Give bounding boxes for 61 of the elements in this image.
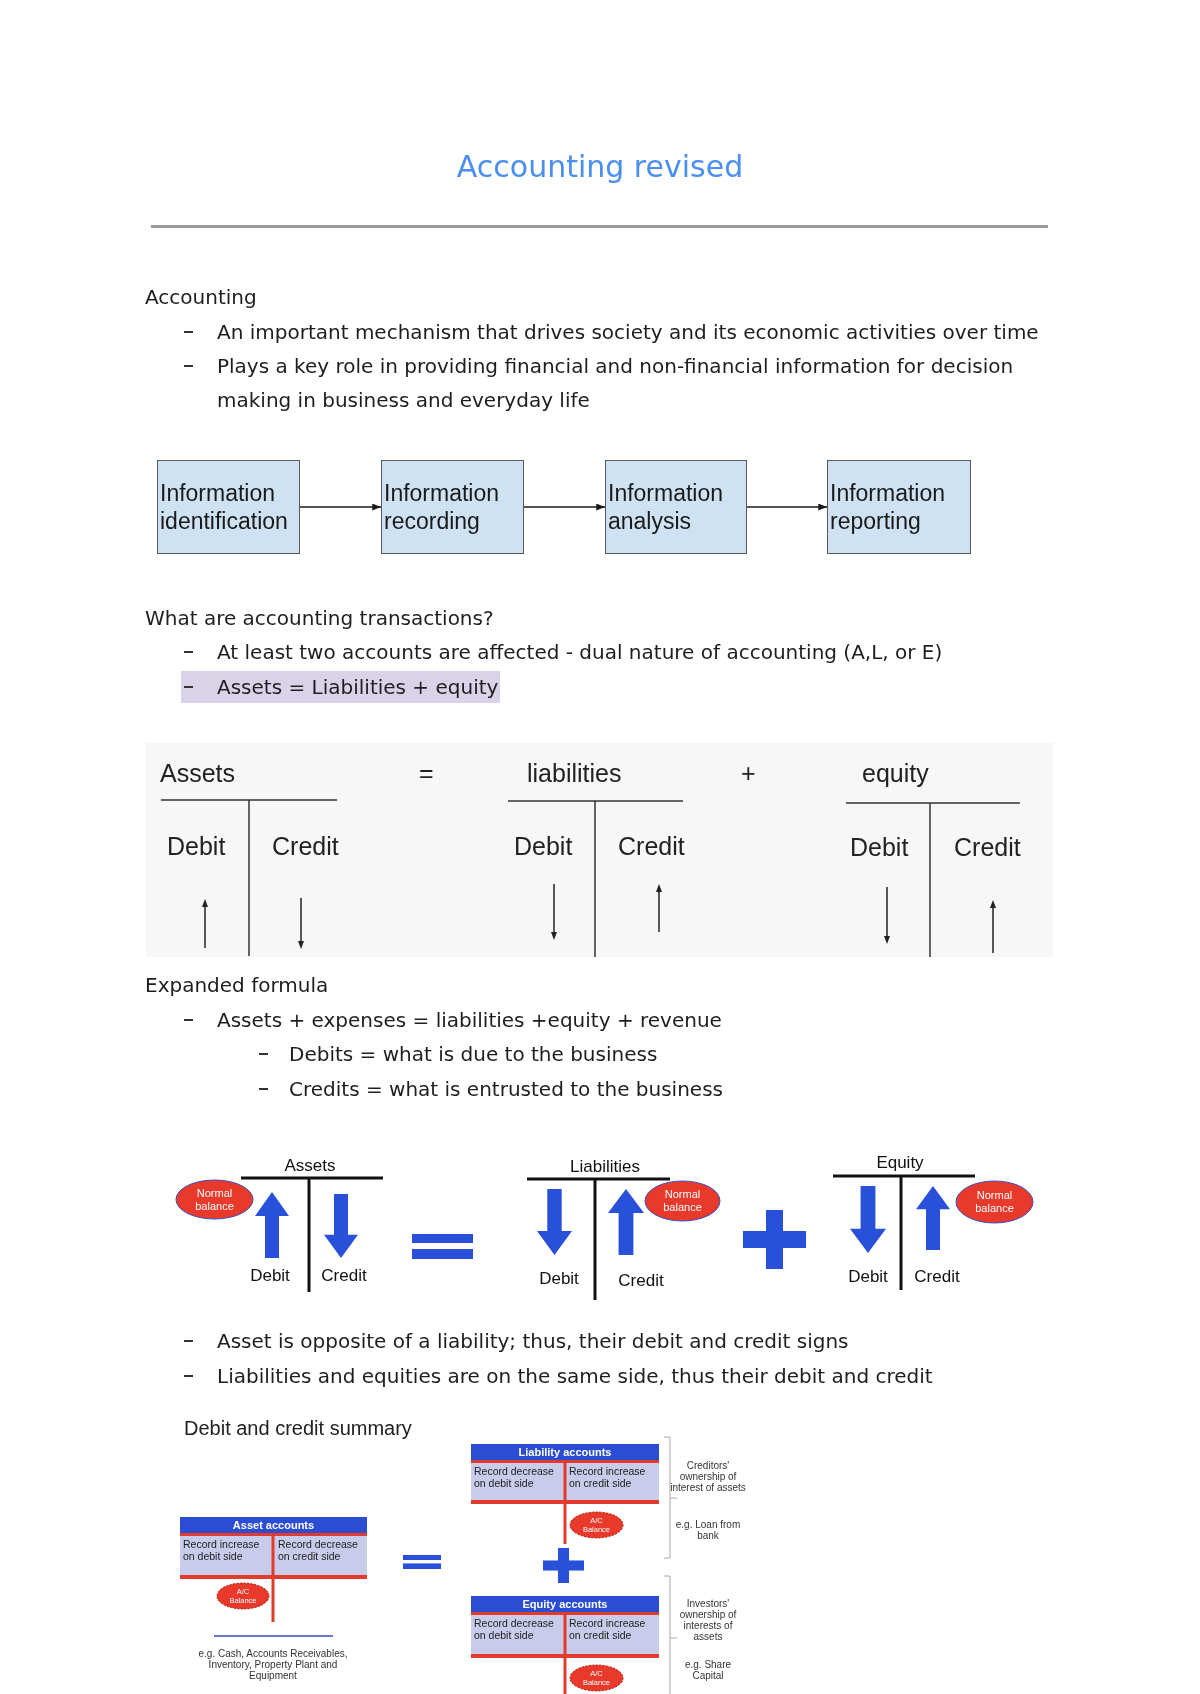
bullet-text: At least two accounts are affected - dual nature of accounting (A,L, or E) (217, 639, 943, 666)
table-cell-text: Record increase on debit side (183, 1538, 261, 1562)
equals-sign: = (419, 758, 434, 788)
table-cell-text: Record increase on credit side (569, 1465, 647, 1489)
account-table (471, 1444, 659, 1504)
account-table (180, 1517, 367, 1579)
section-heading: What are accounting transactions? (145, 605, 494, 632)
normal-balance-oval: Normal balance (175, 1179, 254, 1220)
debit-label: Debit (539, 1268, 579, 1290)
table-header: Liability accounts (471, 1444, 659, 1463)
bullet-text: Credits = what is entrusted to the business (289, 1076, 723, 1103)
process-box: Information identification (157, 460, 300, 554)
table-cell-text: Record decrease on credit side (278, 1538, 359, 1562)
page-title: Accounting revised (456, 148, 744, 186)
credit-label: Credit (321, 1265, 367, 1287)
account-title: Assets (160, 758, 236, 788)
account-title: Liabilities (570, 1156, 640, 1178)
note-text: Creditors' ownership of interest of assets (669, 1460, 747, 1493)
bullet-text: Liabilities and equities are on the same side, thus their debit and credit (217, 1363, 933, 1390)
credit-label: Credit (618, 831, 685, 861)
account-title: Assets (284, 1155, 336, 1177)
note-text: e.g. Share Capital (683, 1659, 733, 1681)
note-text: e.g. Loan from bank (674, 1519, 742, 1541)
bullet-text: Assets = Liabilities + equity (217, 674, 499, 701)
process-box: Information recording (381, 460, 524, 554)
table-cell-text: Record decrease on debit side (474, 1465, 555, 1489)
credit-label: Credit (272, 831, 339, 861)
arrow (299, 503, 382, 511)
section-heading: Accounting (145, 284, 257, 311)
credit-label: Credit (954, 832, 1021, 862)
summary-heading: Debit and credit summary (184, 1416, 412, 1441)
debit-label: Debit (167, 831, 226, 861)
bullet-text: Debits = what is due to the business (289, 1041, 658, 1068)
normal-balance-oval: Normal balance (644, 1180, 721, 1222)
table-header: Asset accounts (180, 1517, 367, 1536)
section-heading: Expanded formula (145, 972, 329, 999)
account-title: Equity (876, 1152, 924, 1174)
table-cell-text: Record decrease on debit side (474, 1617, 555, 1641)
credit-label: Credit (618, 1270, 664, 1292)
account-title: equity (862, 758, 929, 788)
account-table (471, 1596, 659, 1658)
plus-sign: + (741, 758, 756, 788)
account-title: liabilities (527, 758, 622, 788)
debit-label: Debit (250, 1265, 290, 1287)
table-header: Equity accounts (471, 1596, 659, 1615)
credit-label: Credit (914, 1266, 960, 1288)
note-text: e.g. Cash, Accounts Receivables, Inventory, Property Plant and Equipment (198, 1648, 348, 1681)
debit-label: Debit (848, 1266, 888, 1288)
table-cell-text: Record increase on credit side (569, 1617, 647, 1641)
bullet-text: Plays a key role in providing financial and non-financial information for decision making in business and everyday life (217, 353, 1015, 414)
arrow (523, 503, 606, 511)
bullet-text: Asset is opposite of a liability; thus, their debit and credit signs (217, 1328, 849, 1355)
debit-label: Debit (514, 831, 573, 861)
note-text: Investors' ownership of interests of assets (678, 1598, 738, 1642)
bullet-text: An important mechanism that drives society and its economic activities over time (217, 319, 1039, 346)
process-box: Information reporting (827, 460, 971, 554)
debit-label: Debit (850, 832, 909, 862)
bullet-text: Assets + expenses = liabilities +equity + revenue (217, 1007, 722, 1034)
normal-balance-oval: Normal balance (955, 1180, 1034, 1224)
process-box: Information analysis (605, 460, 747, 554)
arrow (746, 503, 828, 511)
